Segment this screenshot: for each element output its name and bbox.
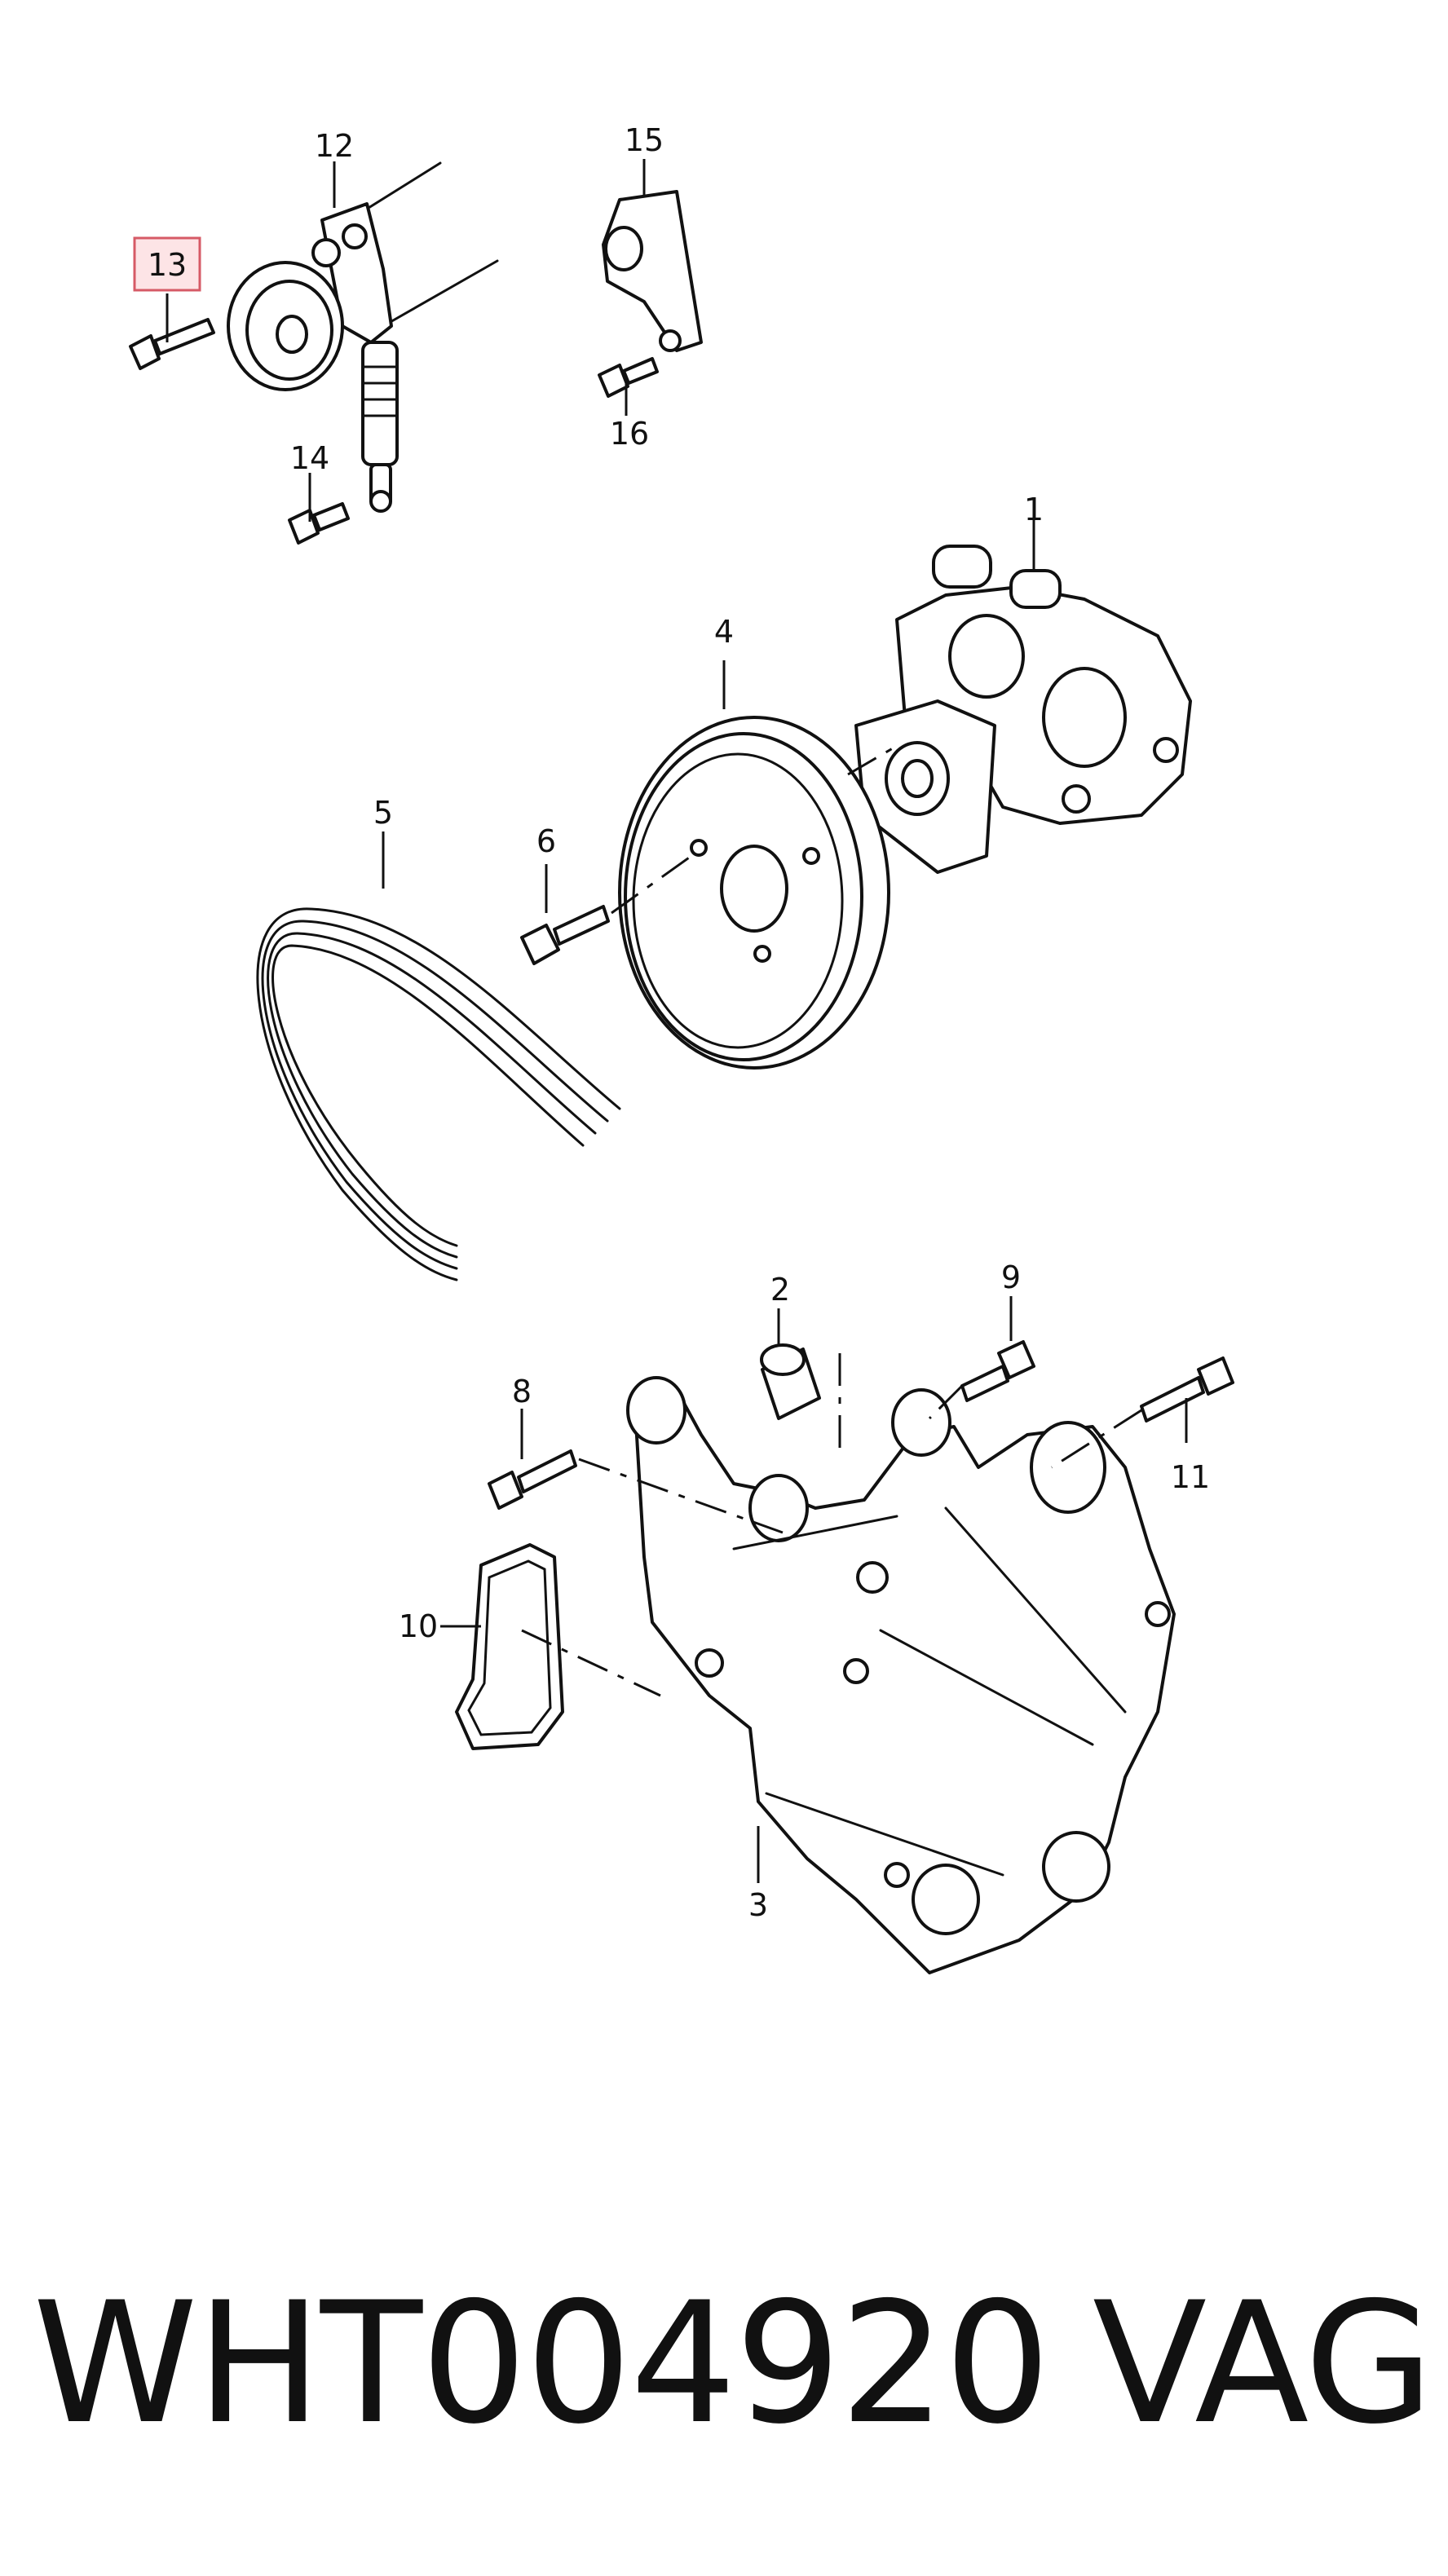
- mounting-bracket: [626, 1376, 1176, 1974]
- callout-2[interactable]: 2: [770, 1272, 790, 1308]
- callout-1[interactable]: 1: [1024, 492, 1044, 527]
- callout-labels: 13 12 14 15 16 1 4 5 6 2 9 8 10 11 3: [133, 122, 1210, 1923]
- gasket: [455, 1543, 661, 1750]
- callout-13[interactable]: 13: [148, 247, 187, 283]
- callout-16[interactable]: 16: [610, 416, 649, 452]
- leader-lines: [166, 159, 1188, 1883]
- bolt-11: [1051, 1356, 1234, 1469]
- callout-5[interactable]: 5: [373, 795, 393, 831]
- poly-v-belt: [256, 907, 621, 1281]
- callout-15[interactable]: 15: [625, 122, 664, 158]
- bolt-9: [928, 1340, 1035, 1420]
- belt-tensioner-assembly: [129, 161, 499, 545]
- parts-exploded-diagram: 13 12 14 15 16 1 4 5 6 2 9 8 10 11 3: [129, 122, 1234, 1974]
- part-number: WHT004920: [33, 2267, 1051, 2461]
- callout-11[interactable]: 11: [1171, 1459, 1210, 1495]
- pulley: [618, 716, 898, 1070]
- bushing: [760, 1343, 841, 1451]
- support-bracket: [598, 190, 703, 398]
- callout-4[interactable]: 4: [714, 614, 734, 650]
- footer-caption: WHT004920 VAG: [33, 2266, 1434, 2462]
- callout-3[interactable]: 3: [748, 1887, 768, 1923]
- brand-name: VAG: [1093, 2267, 1434, 2461]
- callout-6[interactable]: 6: [536, 823, 556, 859]
- pulley-bolt: [520, 850, 698, 965]
- callout-14[interactable]: 14: [290, 440, 329, 476]
- power-steering-pump: [854, 545, 1192, 874]
- bolt-8: [488, 1449, 784, 1534]
- callout-10[interactable]: 10: [399, 1608, 438, 1644]
- callout-9[interactable]: 9: [1001, 1259, 1021, 1295]
- callout-8[interactable]: 8: [512, 1374, 532, 1409]
- highlight-box: [133, 236, 201, 292]
- callout-12[interactable]: 12: [315, 128, 354, 164]
